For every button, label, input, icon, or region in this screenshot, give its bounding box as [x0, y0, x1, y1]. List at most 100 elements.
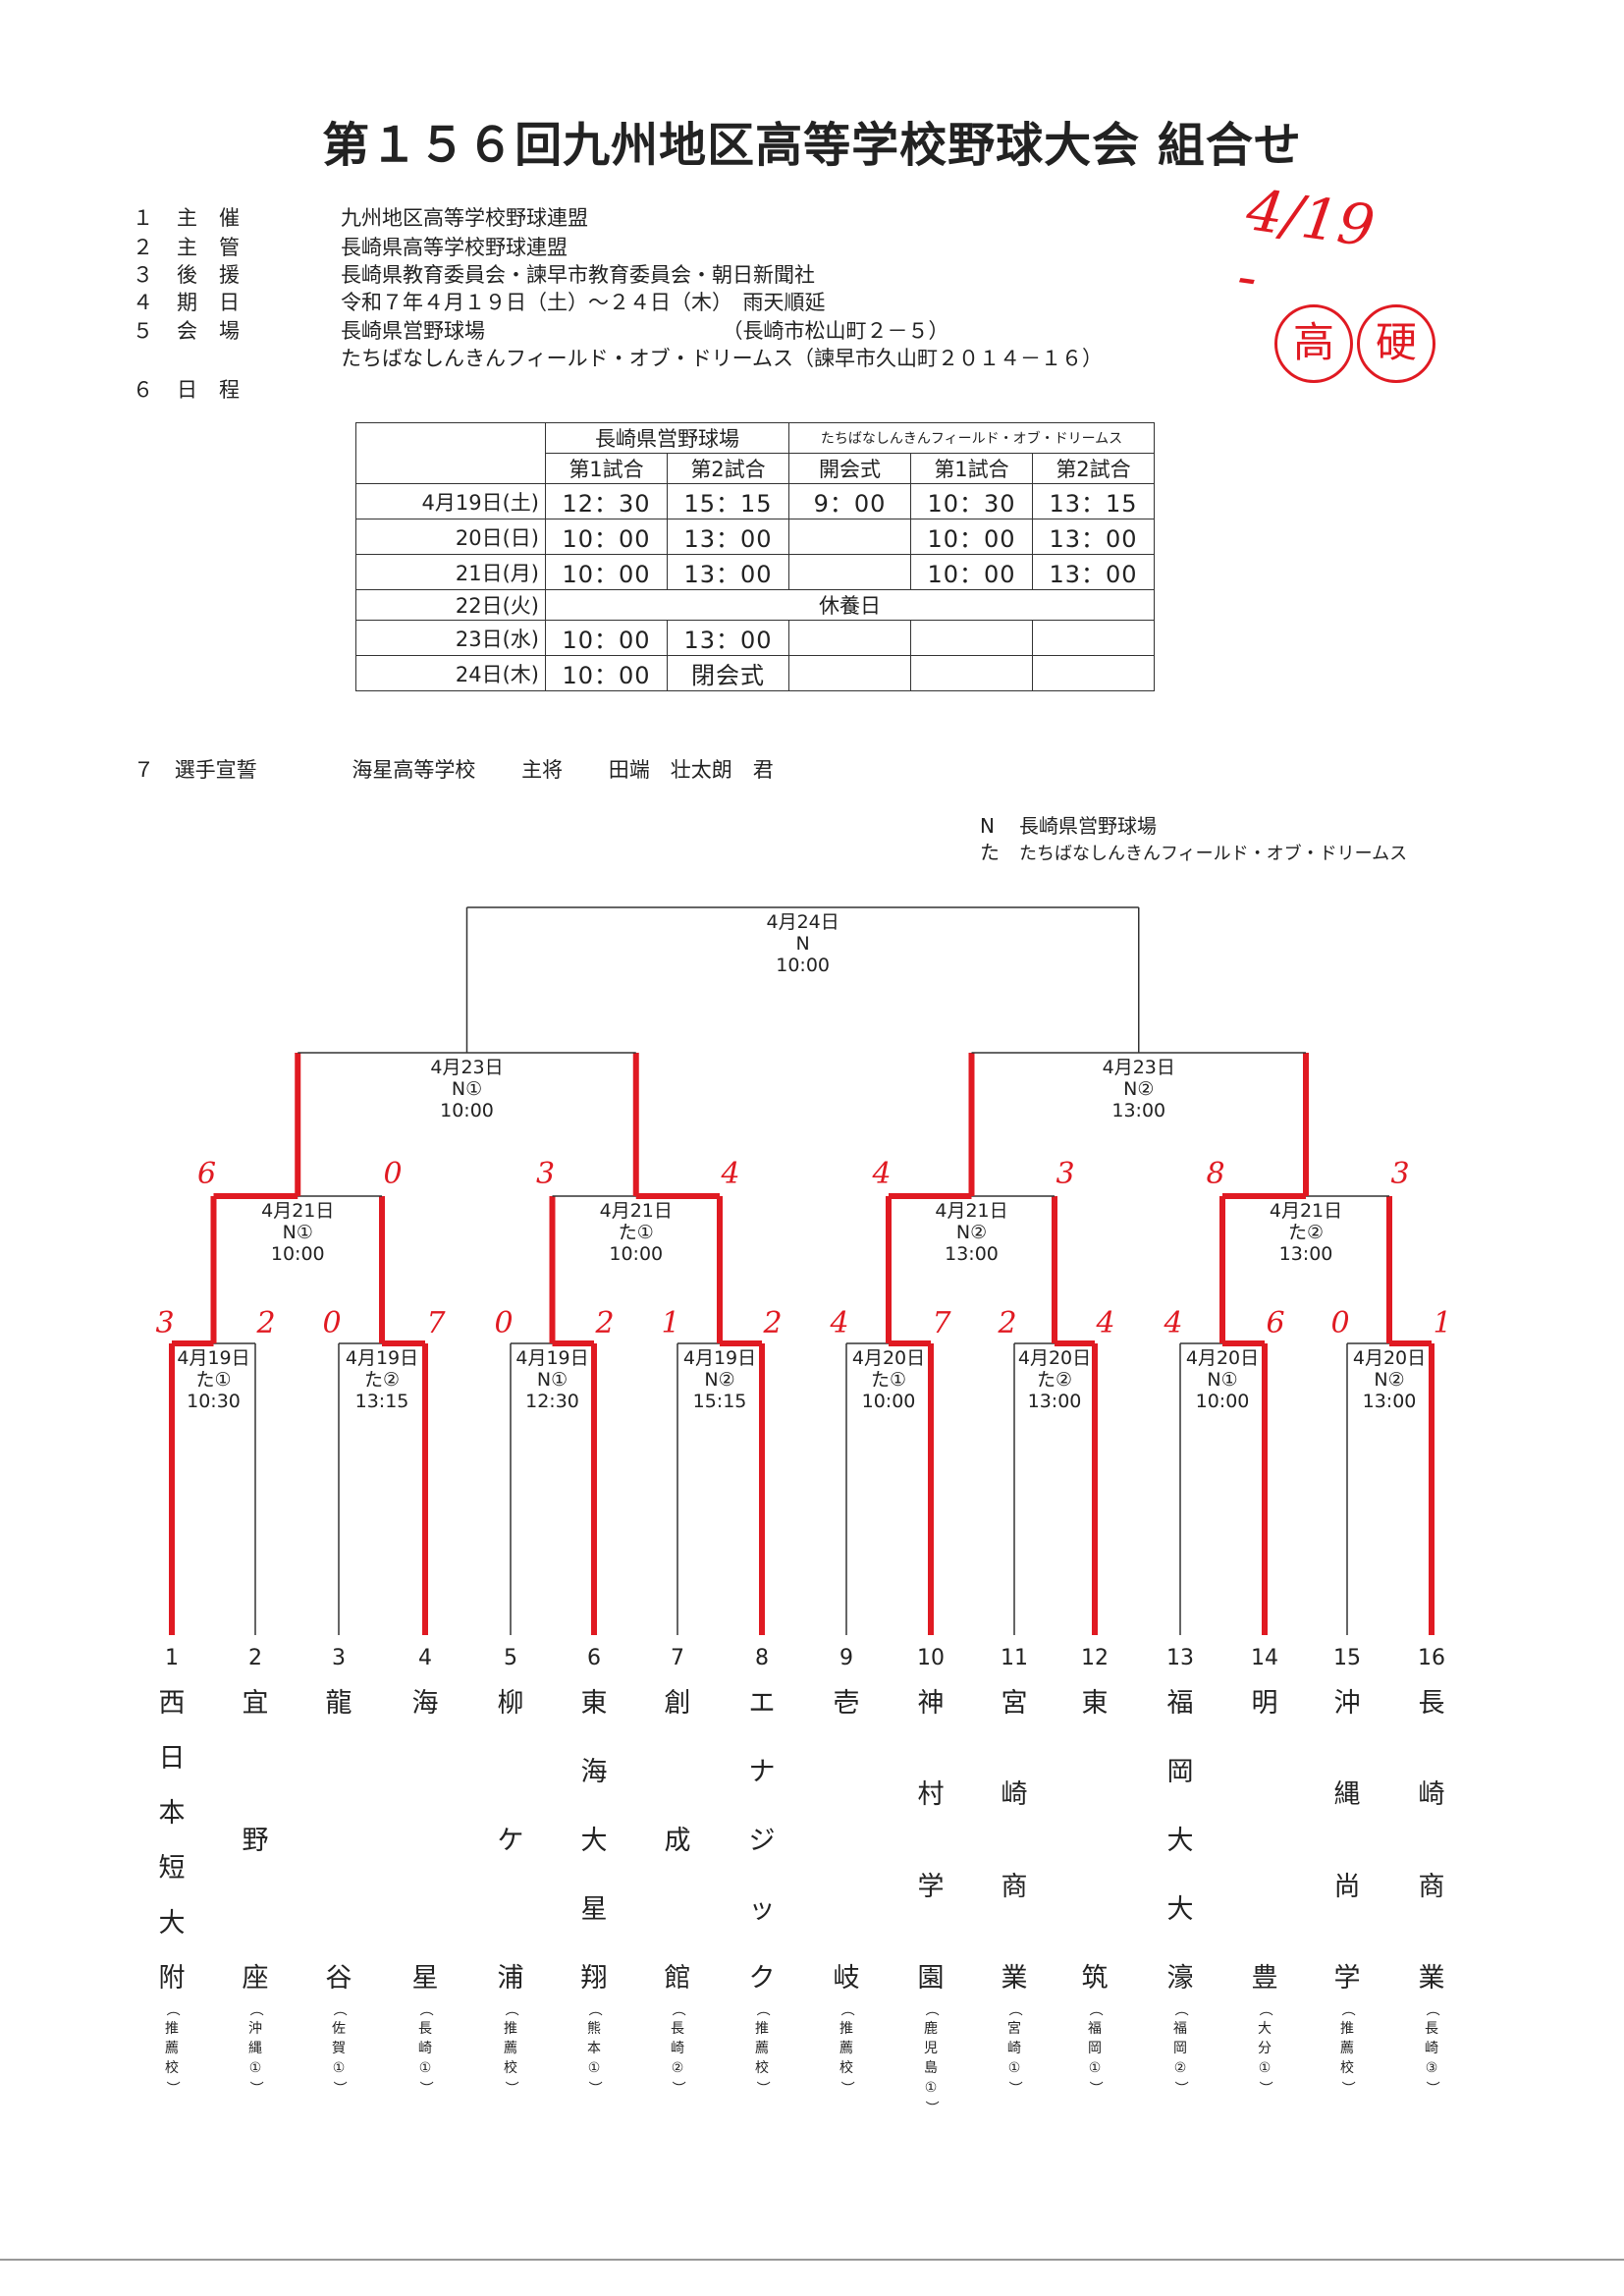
final-venue: N [795, 933, 810, 955]
match-score: 6 [196, 1157, 217, 1191]
team-number: 14 [1251, 1646, 1278, 1670]
match-date: 4月20日 [1352, 1347, 1427, 1369]
match-date: 4月21日 [1269, 1200, 1343, 1222]
info-num: ２ [133, 236, 153, 259]
info-num: ６ [133, 378, 153, 402]
team-number: 6 [587, 1646, 601, 1670]
match-venue: た① [618, 1222, 654, 1243]
schedule-row: 20日(日) 10：00 13：00 10：00 13：00 [355, 519, 1155, 555]
time-cell: 10：00 [910, 519, 1033, 555]
time-cell: 13：00 [667, 554, 789, 590]
match-score: 3 [1390, 1157, 1410, 1191]
team-number: 13 [1166, 1646, 1194, 1670]
time-cell: 10：00 [545, 519, 668, 555]
time-cell: 13：00 [667, 620, 789, 656]
match-date: 4月20日 [1185, 1347, 1260, 1369]
match-date: 4月19日 [177, 1347, 250, 1369]
info-value: 長崎県高等学校野球連盟 [341, 236, 568, 259]
match-score: 3 [1056, 1157, 1075, 1191]
match-time: 10:00 [440, 1100, 494, 1121]
date-cell: 22日(火) [355, 589, 546, 621]
oath-label: 選手宣誓 [174, 758, 257, 782]
info-value: 長崎県教育委員会・諫早市教育委員会・朝日新聞社 [341, 263, 815, 287]
match-date: 4月20日 [1017, 1347, 1092, 1369]
match-venue: た② [1287, 1222, 1325, 1243]
match-venue: N① [282, 1222, 313, 1243]
player-oath: ７ 選手宣誓 海星高等学校 主将 田端 壮太朗 君 [134, 754, 774, 784]
match-venue: N① [451, 1078, 483, 1100]
info-value: 令和７年４月１９日（土）～２４日（木） 雨天順延 [341, 291, 826, 314]
time-cell [788, 655, 911, 691]
team-region: （推薦校） [839, 2002, 854, 2095]
corner-cell [355, 422, 546, 484]
info-label: 後援 [177, 263, 261, 287]
match-date: 4月21日 [599, 1200, 673, 1222]
match-score: 3 [155, 1306, 175, 1340]
final-time: 10:00 [776, 955, 830, 976]
team-region: （推薦校） [754, 2002, 770, 2095]
match-date: 4月23日 [430, 1057, 504, 1078]
match-date: 4月19日 [515, 1347, 589, 1369]
time-cell: 13：00 [1032, 554, 1155, 590]
date-cell: 20日(日) [355, 519, 546, 555]
time-cell: 閉会式 [667, 655, 789, 691]
match-date: 4月19日 [682, 1347, 757, 1369]
match-time: 13:00 [1362, 1391, 1417, 1412]
time-cell: 13：15 [1032, 483, 1155, 519]
match-venue: N① [1207, 1369, 1238, 1391]
team-number: 4 [418, 1646, 432, 1670]
team-number: 7 [671, 1646, 684, 1670]
legend-key: N [980, 814, 995, 838]
match-date: 4月21日 [261, 1200, 335, 1222]
match-score: 0 [322, 1306, 342, 1340]
oath-player: 田端 壮太朗 君 [608, 758, 774, 782]
match-score: 8 [1206, 1157, 1225, 1191]
match-date: 4月20日 [851, 1347, 926, 1369]
info-label: 主催 [177, 206, 261, 230]
schedule-row: 24日(木) 10：00 閉会式 [355, 655, 1155, 691]
info-value: 長崎県営野球場 （長崎市松山町２－５） [341, 319, 949, 343]
match-venue: N② [1374, 1369, 1405, 1391]
info-num: １ [133, 206, 153, 230]
team-number: 10 [917, 1646, 945, 1670]
match-time: 12:30 [525, 1391, 579, 1412]
subheader: 第2試合 [1032, 453, 1155, 484]
match-score: 2 [998, 1306, 1017, 1340]
match-score: 0 [494, 1306, 514, 1340]
info-num: ５ [133, 319, 153, 343]
match-score: 6 [1266, 1306, 1285, 1340]
match-time: 13:00 [1027, 1391, 1082, 1412]
match-time: 10:00 [270, 1243, 325, 1265]
match-venue: た① [870, 1369, 907, 1391]
team-number: 3 [332, 1646, 346, 1670]
time-cell [788, 519, 911, 555]
match-time: 13:15 [354, 1391, 409, 1412]
match-venue: た② [1036, 1369, 1073, 1391]
time-cell [910, 655, 1033, 691]
schedule-row: 21日(月) 10：00 13：00 10：00 13：00 [355, 554, 1155, 590]
info-value: 九州地区高等学校野球連盟 [341, 206, 588, 230]
match-venue: N② [955, 1222, 988, 1243]
match-score: 2 [256, 1306, 276, 1340]
match-score: 2 [763, 1306, 783, 1340]
info-num: ４ [133, 291, 153, 314]
team-region: （推薦校） [164, 2002, 180, 2095]
match-score: 1 [661, 1306, 680, 1340]
team-number: 15 [1333, 1646, 1361, 1670]
match-score: 4 [872, 1157, 892, 1191]
date-cell: 4月19日(土) [355, 483, 546, 519]
info-label: 期日 [177, 291, 261, 314]
team-region: （推薦校） [1339, 2002, 1355, 2095]
page-title: 第１５６回九州地区高等学校野球大会 組合せ [322, 118, 1302, 173]
team-region: （推薦校） [503, 2002, 518, 2095]
oath-num: ７ [134, 758, 154, 782]
time-cell: 9：00 [788, 483, 911, 519]
